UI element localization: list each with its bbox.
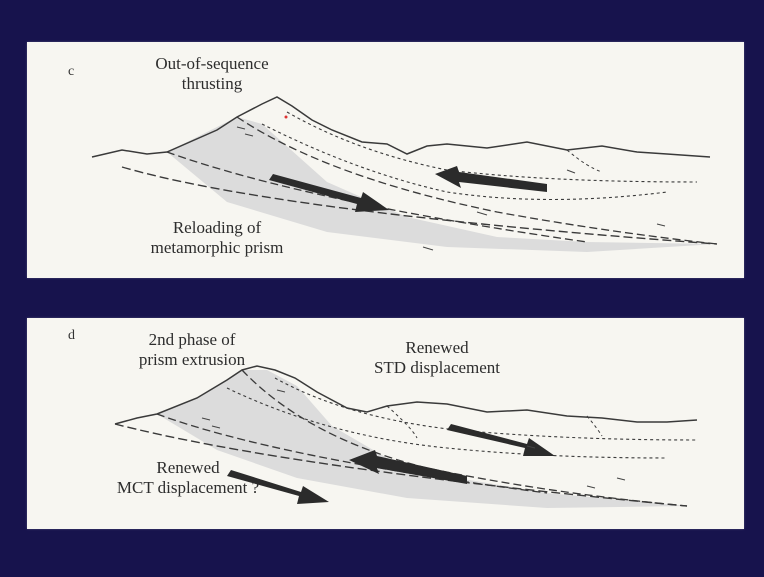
diagram-panel-d: d 2nd phase of prism extrusion Renewed S…	[27, 318, 744, 529]
label-line: STD displacement	[362, 358, 512, 378]
label-line: MCT displacement ?	[113, 478, 263, 498]
diagram-panel-c: c Out-of-sequence thrusting Reloading of…	[27, 42, 744, 278]
panel-letter-c: c	[68, 64, 74, 80]
thrust-line-c-6	[567, 150, 602, 172]
label-line: metamorphic prism	[137, 238, 297, 258]
label-line: thrusting	[132, 74, 292, 94]
label-line: Renewed	[113, 458, 263, 478]
label-line: Out-of-sequence	[132, 54, 292, 74]
panel-letter-d: d	[68, 328, 75, 344]
label-renewed-std: Renewed STD displacement	[362, 338, 512, 378]
label-reloading: Reloading of metamorphic prism	[137, 218, 297, 258]
label-line: Renewed	[362, 338, 512, 358]
arrow-d-down-right-upper	[447, 424, 555, 456]
label-line: 2nd phase of	[127, 330, 257, 350]
arrow-c-up-left	[435, 166, 547, 192]
red-dot-marker	[285, 116, 288, 119]
thrust-line-d-7	[587, 416, 602, 436]
label-renewed-mct: Renewed MCT displacement ?	[113, 458, 263, 498]
label-line: Reloading of	[137, 218, 297, 238]
label-line: prism extrusion	[127, 350, 257, 370]
label-2nd-phase: 2nd phase of prism extrusion	[127, 330, 257, 370]
label-out-of-sequence: Out-of-sequence thrusting	[132, 54, 292, 94]
